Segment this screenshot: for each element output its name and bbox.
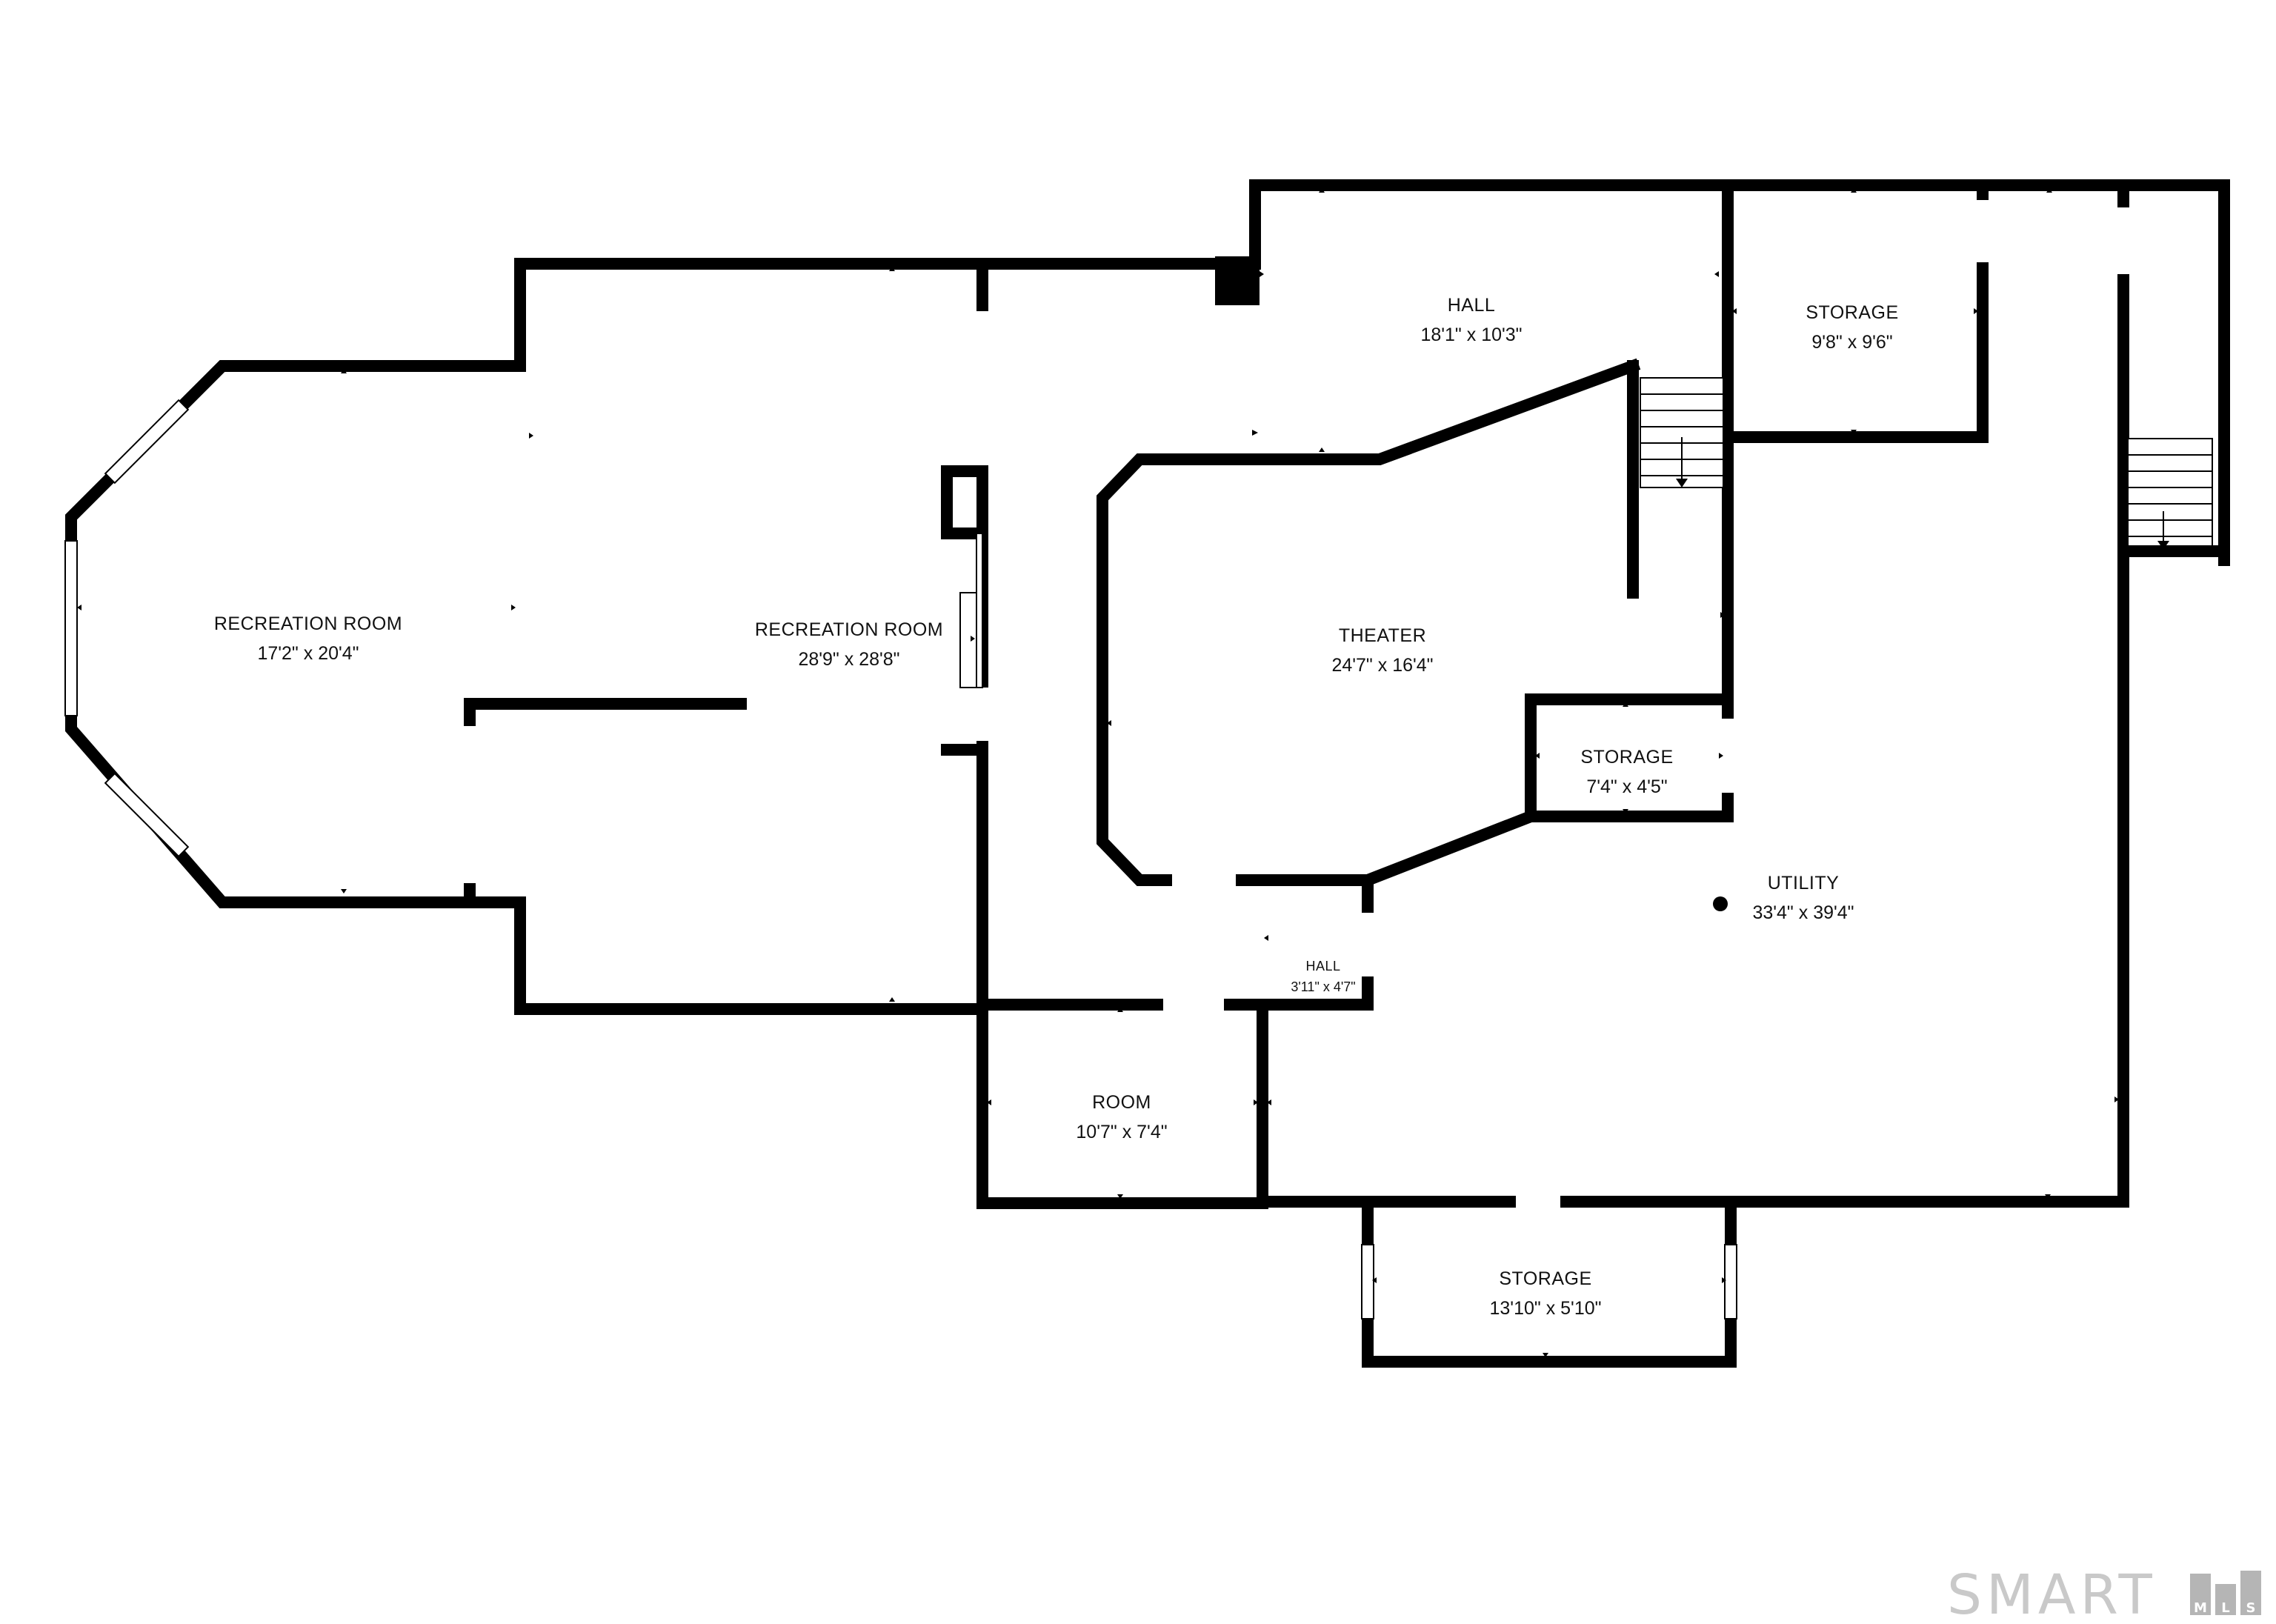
logo-box-s — [2240, 1571, 2261, 1615]
tick — [1252, 430, 1258, 436]
tick — [1851, 430, 1857, 434]
openings — [462, 200, 2131, 1209]
tick — [1117, 1008, 1123, 1012]
room-dims-room: 10'7" x 7'4" — [1076, 1122, 1167, 1142]
room-dims-storage-bottom: 13'10" x 5'10" — [1489, 1298, 1601, 1319]
tick — [1264, 935, 1268, 941]
tick — [1372, 1277, 1377, 1283]
tick — [889, 997, 895, 1002]
wall-room — [976, 1003, 1268, 1209]
room-dims-theater: 24'7" x 16'4" — [1331, 655, 1433, 676]
tick — [1107, 720, 1111, 726]
stair-arrow-right — [2157, 541, 2169, 550]
tick — [1212, 459, 1218, 464]
room-dims-hall-top: 18'1" x 10'3" — [1420, 325, 1522, 345]
room-dims-rec-room-left: 17'2" x 20'4" — [257, 643, 359, 664]
room-name-storage-mid: STORAGE — [1580, 747, 1673, 768]
tick — [1260, 271, 1264, 277]
tick — [2114, 1096, 2119, 1102]
window-storage-bottom-left — [1361, 1244, 1374, 1320]
tick — [341, 889, 347, 893]
room-name-utility: UTILITY — [1768, 873, 1840, 893]
tick — [1319, 447, 1325, 452]
room-name-storage-top: STORAGE — [1806, 302, 1898, 323]
tick — [1623, 702, 1628, 707]
pillar — [1215, 256, 1260, 305]
window-upper-left — [104, 399, 190, 485]
wall-theater — [1097, 358, 1641, 886]
wall-theater-bottom — [1230, 811, 1734, 886]
room-labels: RECREATION ROOM 17'2" x 20'4" RECREATION… — [214, 295, 1898, 1319]
wall-storage-mid — [1525, 693, 1734, 822]
tick — [971, 636, 975, 642]
tick — [1267, 1099, 1271, 1105]
tick — [1974, 308, 1978, 314]
walls — [65, 179, 2230, 1368]
tick — [1623, 809, 1628, 813]
tick — [1280, 874, 1286, 879]
room-dims-storage-mid: 7'4" x 4'5" — [1586, 776, 1667, 797]
tick — [1305, 882, 1311, 886]
tick — [1722, 1277, 1726, 1283]
windows — [64, 399, 1737, 1320]
tick — [889, 267, 895, 271]
logo-wordmark: SMART — [1947, 1563, 2157, 1624]
logo-letter-m: M — [2194, 1600, 2207, 1616]
tick — [1714, 271, 1719, 277]
room-dims-utility: 33'4" x 39'4" — [1752, 902, 1854, 923]
tick — [341, 369, 347, 373]
smart-mls-logo: SMART M L S — [1947, 1563, 2261, 1624]
room-name-rec-room-left: RECREATION ROOM — [214, 613, 402, 634]
tick — [1319, 188, 1325, 193]
room-name-room: ROOM — [1092, 1092, 1151, 1113]
tick — [1254, 1099, 1258, 1105]
dimension-ticks — [77, 188, 2119, 1357]
logo-letter-l: L — [2221, 1600, 2229, 1616]
tick — [1732, 308, 1737, 314]
room-name-rec-room-2: RECREATION ROOM — [755, 619, 943, 640]
room-dims-storage-top: 9'8" x 9'6" — [1811, 332, 1892, 353]
logo-box-l — [2215, 1584, 2236, 1615]
wall-storage-top — [1722, 179, 1989, 443]
window-lower-left — [104, 772, 190, 858]
wall-outer-shell — [1249, 179, 2230, 566]
door-panel-2 — [976, 533, 983, 688]
room-name-theater: THEATER — [1339, 625, 1426, 646]
room-dims-hall-small: 3'11" x 4'7" — [1291, 979, 1355, 994]
tick — [511, 605, 516, 610]
tick — [77, 605, 81, 610]
tick — [1535, 753, 1540, 759]
window-left — [64, 540, 78, 716]
room-name-hall-small: HALL — [1305, 959, 1340, 974]
tick — [2045, 1194, 2051, 1199]
tick — [987, 1099, 991, 1105]
tick — [1543, 1353, 1548, 1357]
stair-arrow-hall — [1676, 479, 1688, 487]
tick — [1851, 188, 1857, 193]
tick — [1720, 612, 1725, 618]
tick — [529, 433, 533, 439]
tick — [1117, 1194, 1123, 1199]
utility-fixture — [1713, 896, 1728, 911]
room-name-hall-top: HALL — [1448, 295, 1496, 316]
stairs-hall — [1640, 377, 1724, 488]
wall-rec2-niche — [941, 465, 988, 539]
logo-box-m — [2190, 1574, 2211, 1615]
stairs-right — [2127, 438, 2213, 549]
window-storage-bottom-right — [1724, 1244, 1737, 1320]
tick — [1719, 753, 1723, 759]
room-dims-rec-room-2: 28'9" x 28'8" — [798, 649, 899, 670]
tick — [2046, 188, 2052, 193]
room-name-storage-bottom: STORAGE — [1499, 1268, 1591, 1289]
logo-letter-s: S — [2246, 1600, 2256, 1616]
